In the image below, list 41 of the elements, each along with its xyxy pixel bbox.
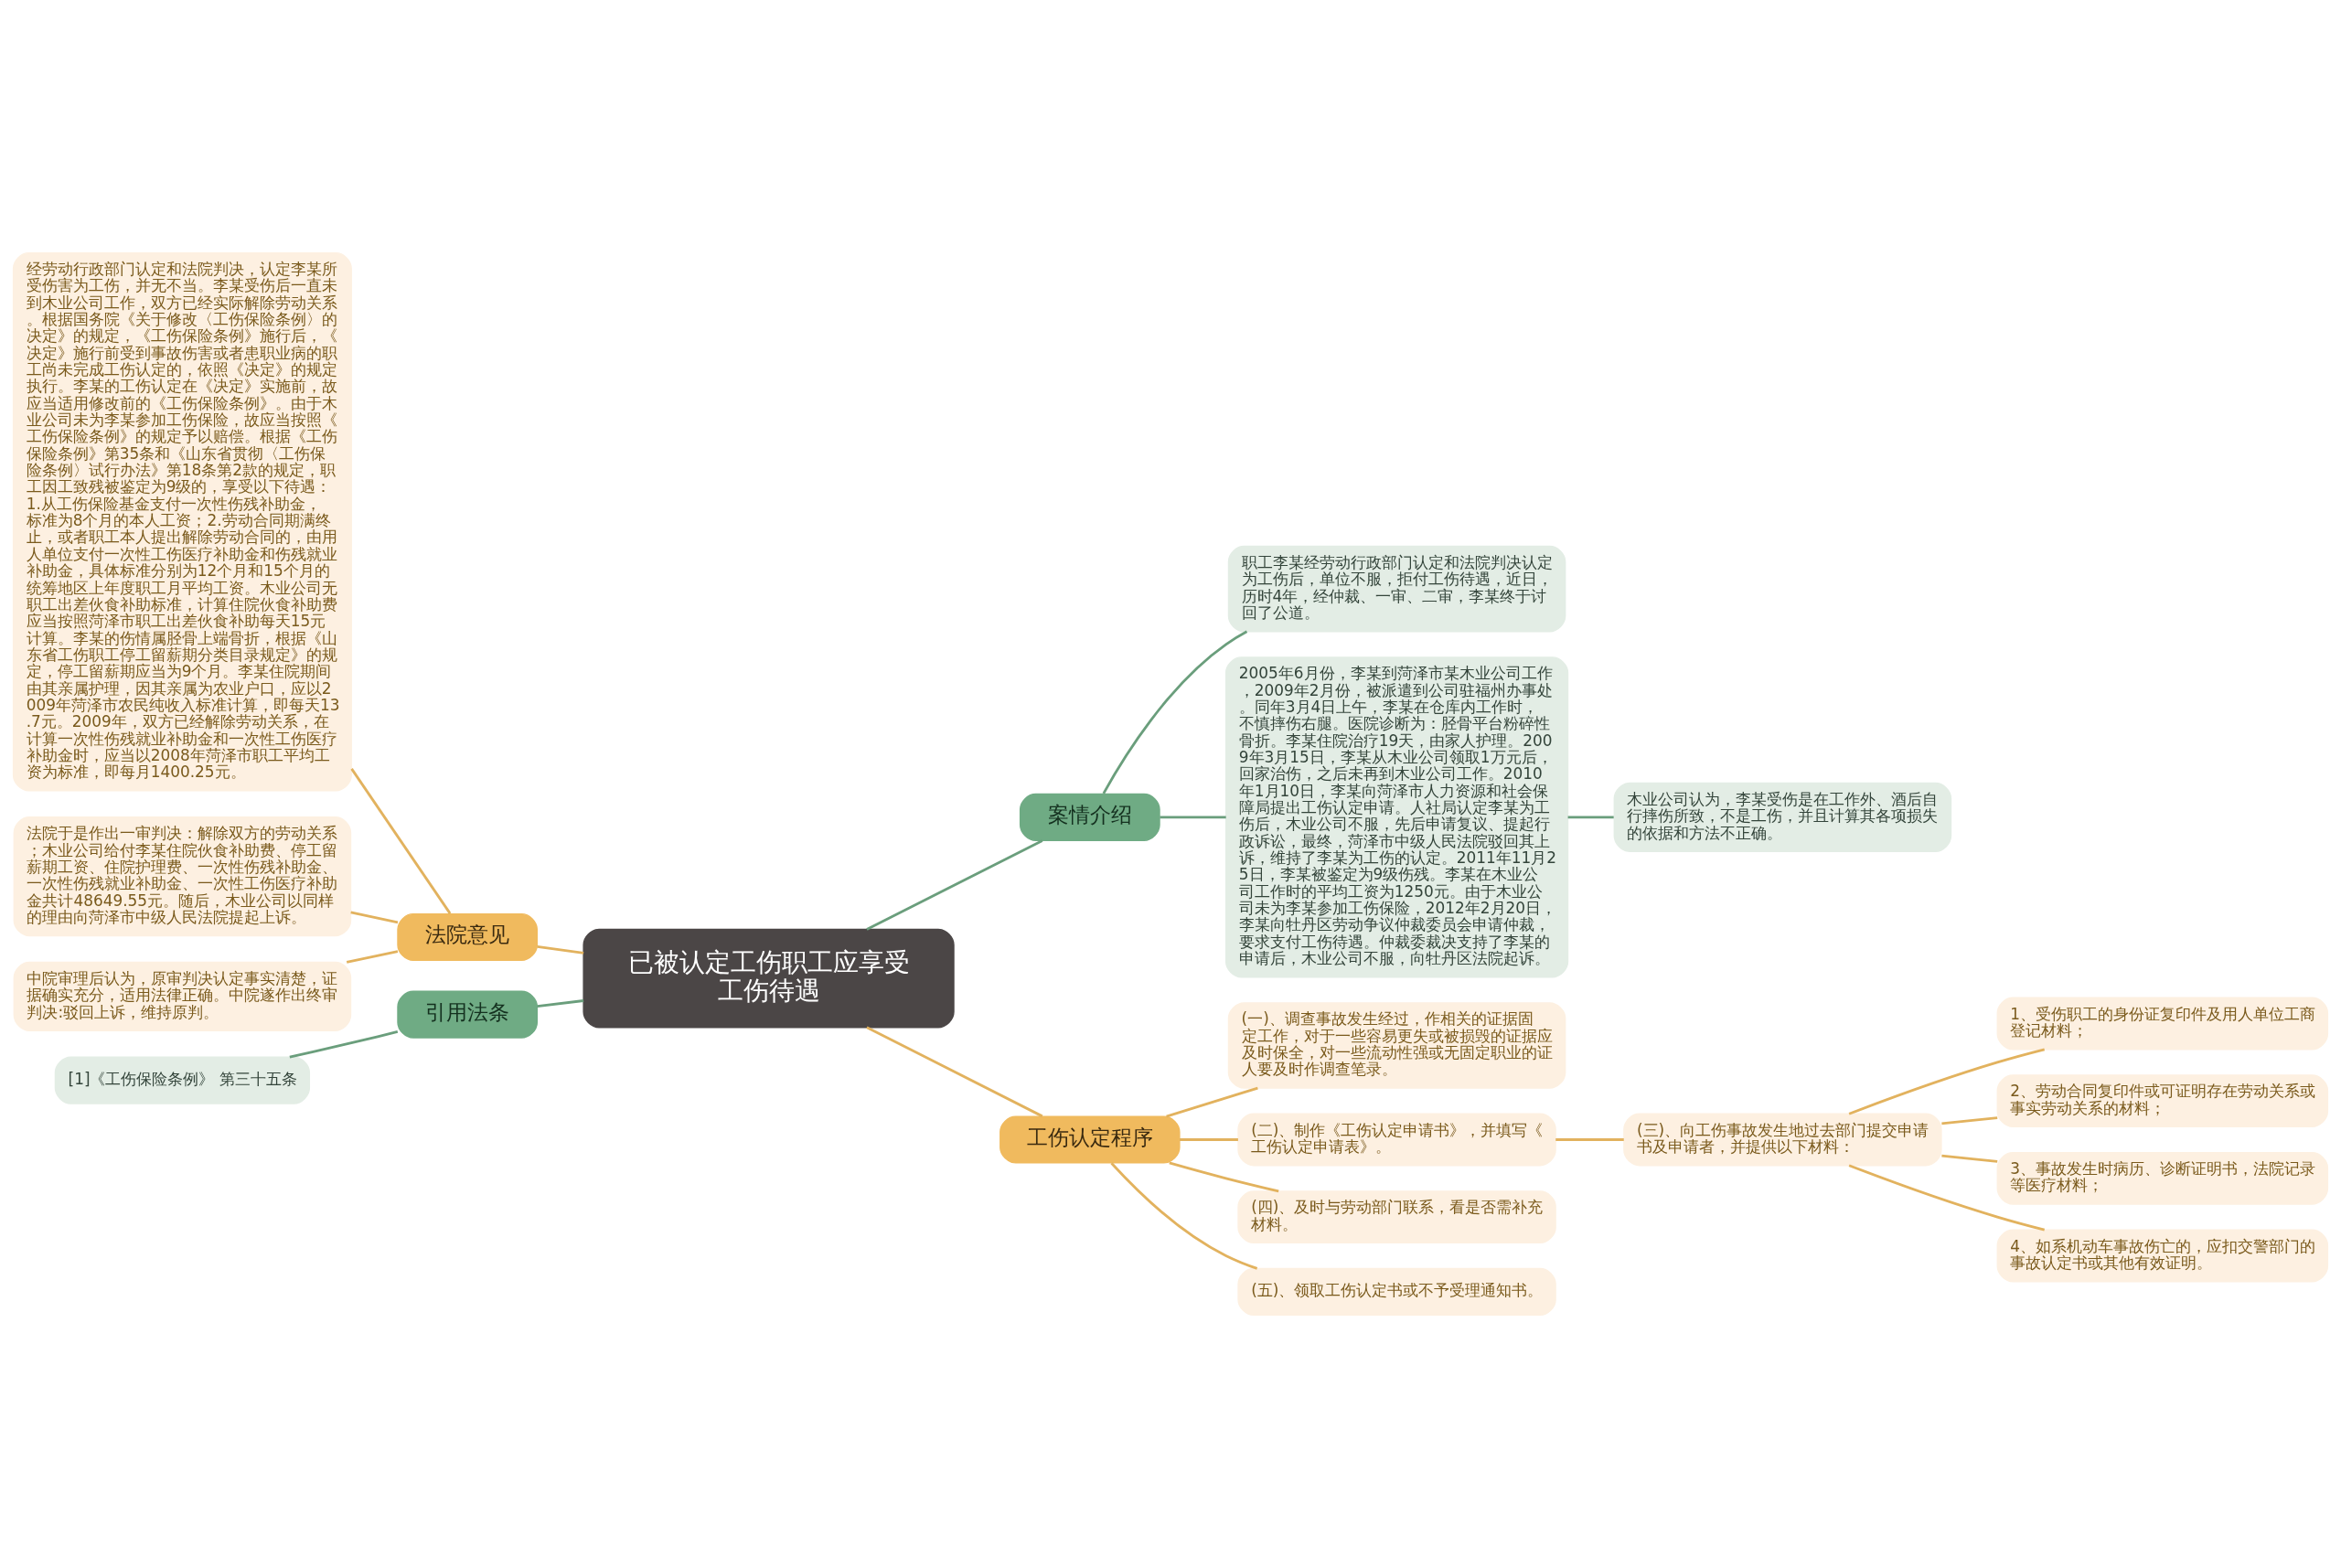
node-box: 案情介绍 [1019, 793, 1160, 841]
connector [346, 950, 399, 964]
connector [1555, 1138, 1624, 1141]
node-box: (五)、领取工伤认定书或不予受理通知书。 [1237, 1267, 1556, 1317]
node-box: 已被认定工伤职工应享受工伤待遇 [583, 928, 955, 1029]
connector [1941, 1154, 1998, 1163]
node-box: 经劳动行政部门认定和法院判决，认定李某所受伤害为工伤，并无不当。李某受伤后一直未到木业公司工作，双方已经实际解除劳动关系。根据国务院《关于修改〈工伤保险条例〉的决定》的规定，《工伤保险条例》施行后，《决定》施行前受到事故伤害或者患职业病的职工尚未完成工伤认定的，依照《决定》的规定执行。李某的工伤认定在《决定》实施前，故应当适用修改前的《工伤保险条例》。由于木业公司未为李某参加工伤保险，故应当按照《工伤保险条例》的规定予以赔偿。根据《工伤保险条例》第35条和《山东省贯彻〈工伤保险条例〉试行办法》第18条第2款的规定，职工因工致残被鉴定为9级的，享受以下待遇：1.从工伤保险基金支付一次性伤残补助金，标准为8个月的本人工资；2.劳动合同期满终止，或者职工本人提出解除劳动合同的，由用人单位支付一次性工伤医疗补助金和伤残就业补助金，具体标准分别为12个月和15个月的统筹地区上年度职工月平均工资。木业公司无职工出差伙食补助标准，计算住院伙食补助费应当按照菏泽市职工出差伙食补助每天15元计算。李某的伤情属胫骨上端骨折，根据《山东省工伤职工停工留薪期分类目录规定》的规定，停工留薪期应当为9个月。李某住院期间由其亲属护理，因其亲属为农业户口，应以2009年菏泽市农民纯收入标准计算，即每天13.7元。2009年，双方已经解除劳动关系，在计算一次性伤残就业补助金和一次性工伤医疗补助金时，应当以2008年菏泽市职工平均工资为标准，即每月1400.25元。 [12, 251, 352, 792]
node-box: 法院意见 [397, 912, 539, 962]
connector [1848, 1164, 2046, 1232]
node-box: 工伤认定程序 [999, 1115, 1181, 1164]
node-box: 职工李某经劳动行政部门认定和法院判决认定为工伤后，单位不服，拒付工伤待遇，近日，历时4年，经仲裁、一审、二审，李某终于讨回了公道。 [1227, 545, 1566, 633]
node-box: 引用法条 [397, 990, 539, 1039]
node-box: 法院于是作出一审判决：解除双方的劳动关系；木业公司给付李某住院伙食补助费、停工留薪期工资、住院护理费、一次性伤残补助金、一次性伤残就业补助金、一次性工伤医疗补助金共计48649.55元。随后，木业公司以同样的理由向菏泽市中级人民法院提起上诉。 [13, 816, 352, 937]
node-box: (一)、调查事故发生经过，作相关的证据固定工作，对于一些容易更失或被损毁的证据应及时保全，对一些流动性强或无固定职业的证人要及时作调查笔录。 [1227, 1002, 1566, 1089]
connector [1567, 816, 1614, 819]
node-box: (二)、制作《工伤认定申请书》，并填写《工伤认定申请表》。 [1237, 1113, 1556, 1167]
connector [1160, 816, 1226, 819]
node-box: 中院审理后认为，原审判决认定事实清楚，证据确实充分，适用法律正确。中院遂作出终审判决:驳回上诉，维持原判。 [13, 961, 352, 1031]
node-box: 3、事故发生时病历、诊断证明书，法院记录等医疗材料； [1996, 1151, 2329, 1205]
connector [1848, 1048, 2046, 1115]
node-box: (四)、及时与劳动部门联系，看是否需补充材料。 [1237, 1190, 1556, 1244]
connector [1180, 1138, 1238, 1141]
node-box: 2005年6月份，李某到菏泽市某木业公司工作，2009年2月份，被派遣到公司驻福州办事处。同年3月4日上午，李某在仓库内工作时，不慎摔伤右腿。医院诊断为：胫骨平台粉碎性骨折。李某住院治疗19天，由家人护理。2009年3月15日，李某从木业公司领取1万元后，回家治伤，之后未再到木业公司工作。2010年1月10日，李某向菏泽市人力资源和社会保障局提出工伤认定申请。人社局认定李某为工伤后，木业公司不服，先后申请复议、提起行政诉讼，最终，菏泽市中级人民法院驳回其上诉，维持了李某为工伤的认定。2011年11月25日，李某被鉴定为9级伤残。李某在木业公司工作时的平均工资为1250元。由于木业公司未为李某参加工伤保险，2012年2月20日，李某向牡丹区劳动争议仲裁委员会申请仲裁，要求支付工伤待遇。仲裁委裁决支持了李某的申请后，木业公司不服，向牡丹区法院起诉。 [1224, 656, 1569, 978]
connector [350, 768, 452, 914]
connector [866, 1026, 1043, 1118]
connector [537, 999, 584, 1008]
connector [537, 945, 584, 955]
connector [1102, 630, 1248, 795]
connector [350, 911, 399, 924]
node-box: 1、受伤职工的身份证复印件及用人单位工商登记材料； [1996, 997, 2329, 1051]
node-box: 木业公司认为，李某受伤是在工作外、酒后自行摔伤所致，不是工伤，并且计算其各项损失的依据和方法不正确。 [1613, 782, 1952, 852]
node-box: 2、劳动合同复印件或可证明存在劳动关系或事实劳动关系的材料； [1996, 1074, 2329, 1128]
connector [866, 839, 1043, 931]
connector [1941, 1116, 1998, 1125]
node-box: (三)、向工伤事故发生地过去部门提交申请书及申请者，并提供以下材料： [1623, 1113, 1942, 1167]
connector [1169, 1161, 1279, 1193]
node-box: 4、如系机动车事故伤亡的，应扣交警部门的事故认定书或其他有效证明。 [1996, 1229, 2329, 1283]
node-box: [1]《工伤保险条例》 第三十五条 [54, 1056, 311, 1104]
connector [289, 1030, 399, 1059]
connector [1166, 1086, 1258, 1118]
connector [1110, 1162, 1258, 1270]
